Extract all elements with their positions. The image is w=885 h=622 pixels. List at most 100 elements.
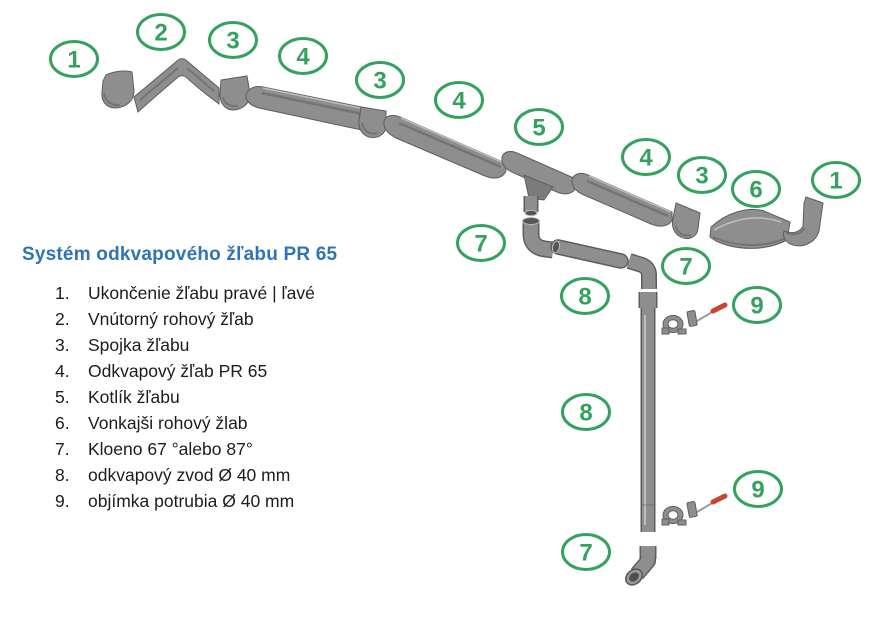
part-inner-corner-gutter-shape	[133, 58, 220, 113]
callout-8: 8	[561, 393, 611, 431]
legend-item-number: 9.	[55, 490, 70, 511]
part-end-cap-left-shape	[103, 92, 121, 107]
part-gutter-connector-a-shape	[222, 96, 239, 108]
callout-4: 4	[621, 138, 671, 176]
part-elbow-upper-left	[522, 217, 555, 259]
legend-item: 1. Ukončenie žľabu pravé | ľavé	[55, 280, 315, 306]
callout-2: 2	[136, 13, 186, 51]
callout-number: 7	[679, 254, 692, 281]
part-outer-corner-gutter	[709, 208, 791, 249]
part-elbow-outlet-bottom-shape	[629, 572, 639, 582]
callout-4: 4	[278, 37, 328, 75]
callout-7: 7	[661, 247, 711, 285]
part-gutter-section-a	[245, 86, 379, 131]
legend-item: 2. Vnútorný rohový žľab	[55, 306, 315, 332]
part-elbow-outlet-bottom-shape	[632, 554, 655, 579]
callout-7: 7	[456, 224, 506, 262]
callout-ellipse	[434, 81, 484, 119]
legend-item-number: 2.	[55, 308, 70, 329]
legend-item-number: 6.	[55, 412, 70, 433]
part-gutter-section-b-shape	[398, 121, 502, 169]
part-pipe-clamp-lower	[662, 496, 725, 525]
part-end-cap-left-shape	[101, 70, 135, 109]
part-gutter-section-a-shape	[262, 87, 376, 112]
callout-9: 9	[732, 286, 782, 324]
legend-item: 7.Kloeno 67 °alebo 87°	[55, 436, 315, 462]
part-elbow-outlet-bottom	[625, 546, 657, 586]
legend-item-label: Kotlík žľabu	[88, 386, 180, 407]
callout-number: 4	[639, 145, 653, 172]
callout-ellipse	[731, 170, 781, 208]
legend-item: 6. Vonkajši rohový žlab	[55, 410, 315, 436]
part-outer-corner-gutter-shape	[709, 208, 791, 249]
callout-4: 4	[434, 81, 484, 119]
part-pipe-clamp-upper-shape	[710, 302, 728, 314]
callout-layer: 1 2 3 4 3 4 5 4 3 6 1 7 8 7 9 8 9 7	[49, 13, 861, 571]
callout-number: 3	[373, 68, 386, 95]
part-end-cap-left	[101, 70, 135, 109]
part-gutter-outlet-kotlik-shape	[524, 209, 538, 217]
legend-item-label: Odkvapový žľab PR 65	[88, 360, 268, 381]
callout-ellipse	[514, 108, 564, 146]
part-gutter-connector-a-shape	[219, 75, 251, 111]
part-pipe-clamp-upper	[661, 302, 728, 335]
legend-item-label: Spojka žľabu	[88, 334, 190, 355]
callout-ellipse	[278, 37, 328, 75]
callout-ellipse	[49, 40, 99, 78]
callout-number: 4	[296, 44, 310, 71]
legend-item: 9. objímka potrubia Ø 40 mm	[55, 488, 315, 514]
callout-number: 1	[67, 47, 80, 74]
part-offset-pipe	[550, 239, 629, 269]
callout-number: 7	[579, 540, 592, 567]
part-inner-corner-gutter	[133, 58, 220, 113]
part-gutter-section-b	[383, 114, 507, 179]
part-gutter-outlet-kotlik-shape	[501, 150, 577, 195]
part-end-cap-right-shape	[785, 227, 806, 236]
callout-ellipse	[561, 393, 611, 431]
callout-1: 1	[811, 161, 861, 199]
callout-number: 8	[578, 284, 591, 311]
part-gutter-connector-b	[358, 106, 387, 138]
part-outer-corner-gutter-shape	[712, 236, 787, 246]
callout-number: 5	[532, 115, 545, 142]
part-gutter-section-c	[571, 172, 673, 227]
legend-item: 8.odkvapový zvod Ø 40 mm	[55, 462, 315, 488]
callout-number: 4	[452, 88, 466, 115]
legend-item-label: Vonkajši rohový žlab	[88, 412, 248, 433]
part-offset-pipe-shape	[551, 240, 561, 254]
part-elbow-upper-right-shape	[627, 254, 656, 289]
callout-5: 5	[514, 108, 564, 146]
callout-number: 7	[474, 231, 487, 258]
callout-ellipse	[661, 247, 711, 285]
callout-number: 6	[749, 177, 762, 204]
callout-3: 3	[677, 156, 727, 194]
legend-item-label: Ukončenie žľabu pravé | ľavé	[88, 282, 315, 303]
legend-item-number: 1.	[55, 282, 70, 303]
legend-item-label: Vnútorný rohový žľab	[88, 308, 254, 329]
callout-number: 9	[751, 477, 764, 504]
part-inner-corner-gutter-shape	[139, 67, 215, 101]
callout-ellipse	[811, 161, 861, 199]
part-gutter-connector-c	[671, 202, 701, 240]
callout-ellipse	[732, 286, 782, 324]
legend-list: 1. Ukončenie žľabu pravé | ľavé 2. Vnútorný…	[55, 280, 315, 514]
callout-number: 9	[750, 293, 763, 320]
callout-ellipse	[456, 224, 506, 262]
part-gutter-section-b-shape	[400, 117, 505, 164]
part-outer-corner-gutter-shape	[713, 217, 782, 231]
callout-number: 3	[226, 28, 239, 55]
part-pipe-clamp-upper-shape	[667, 319, 679, 329]
callout-1: 1	[49, 40, 99, 78]
callout-number: 8	[579, 400, 592, 427]
part-gutter-outlet-kotlik-shape	[523, 174, 554, 201]
callout-number: 3	[695, 163, 708, 190]
part-gutter-connector-a	[219, 75, 251, 111]
legend-item: 3.Spojka žľabu	[55, 332, 315, 358]
part-end-cap-right	[783, 196, 824, 247]
legend-item-label: objímka potrubia Ø 40 mm	[88, 490, 295, 511]
part-gutter-section-a-shape	[261, 91, 373, 118]
legend-item-number: 8.	[55, 464, 70, 485]
part-gutter-section-c-shape	[588, 175, 672, 213]
